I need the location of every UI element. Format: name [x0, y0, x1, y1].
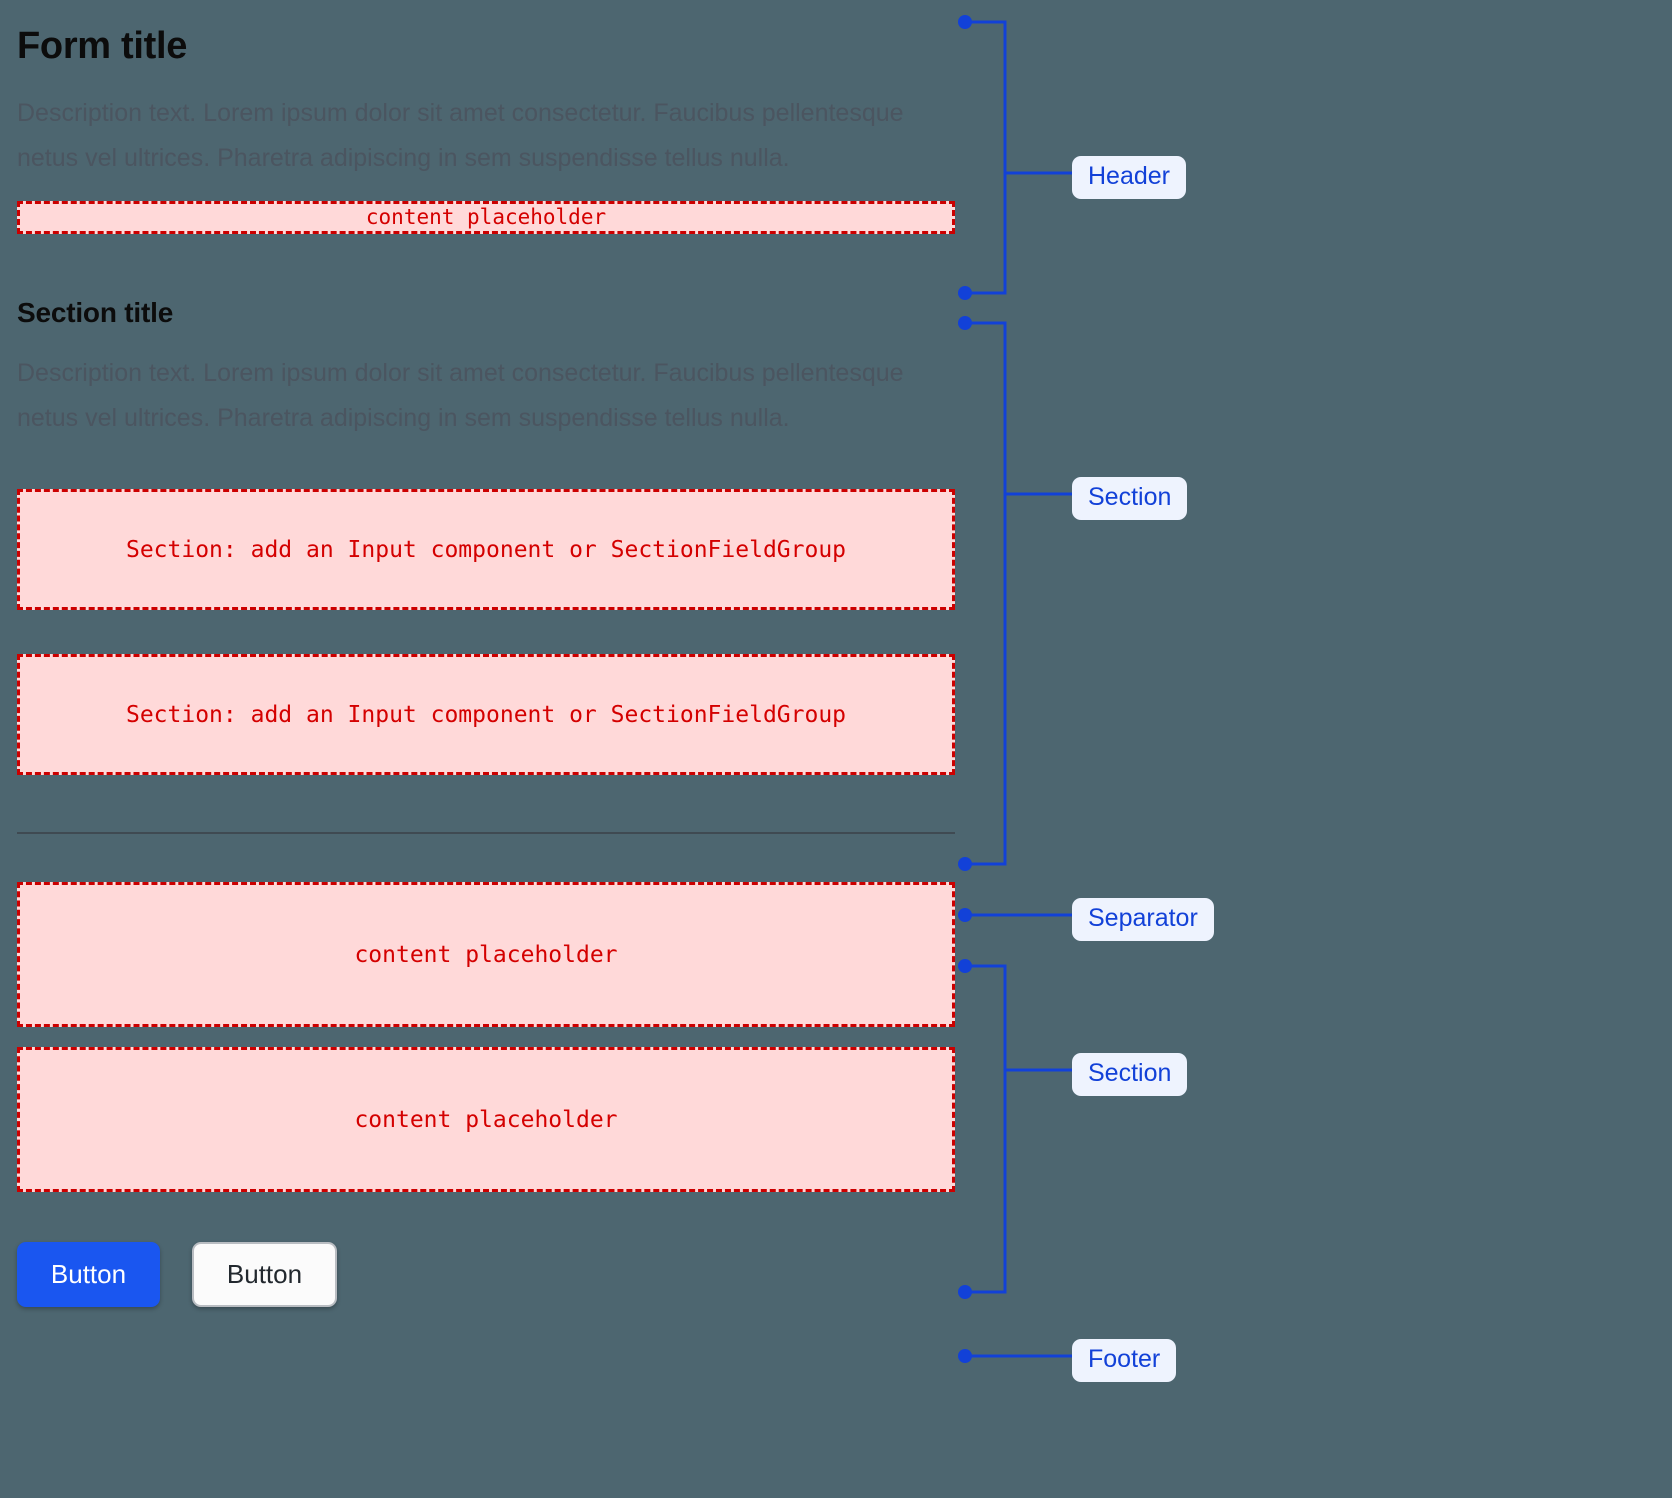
anchor-dot-separator	[958, 908, 972, 922]
form-section-two: content placeholder content placeholder	[17, 882, 955, 1193]
anchor-dot-section-one-bottom	[958, 857, 972, 871]
anchor-dot-section-two-bottom	[958, 1285, 972, 1299]
form-container: Form title Description text. Lorem ipsum…	[17, 0, 955, 1308]
form-section-one: Section title Description text. Lorem ip…	[17, 296, 955, 776]
section-one-bracket	[965, 321, 1007, 866]
form-header: Form title Description text. Lorem ipsum…	[17, 0, 955, 234]
form-footer: Button Button	[17, 1242, 955, 1308]
secondary-button[interactable]: Button	[192, 1242, 337, 1308]
form-title: Form title	[17, 25, 188, 67]
section-field-placeholder-2: Section: add an Input component or Secti…	[17, 654, 955, 776]
section-two-bracket	[965, 964, 1007, 1294]
annotation-label-header[interactable]: Header	[1072, 156, 1186, 199]
section-description: Description text. Lorem ipsum dolor sit …	[17, 359, 904, 433]
header-content-placeholder: content placeholder	[17, 200, 955, 234]
form-separator	[17, 832, 955, 835]
section-two-content-placeholder-1: content placeholder	[17, 882, 955, 1028]
annotation-label-section-one[interactable]: Section	[1072, 477, 1188, 520]
anchor-dot-section-one-top	[958, 316, 972, 330]
annotation-anchor-dots	[958, 15, 972, 1363]
anchor-dot-header-bottom	[958, 286, 972, 300]
section-two-content-placeholder-2: content placeholder	[17, 1047, 955, 1193]
section-title: Section title	[17, 296, 174, 328]
annotation-label-section-two[interactable]: Section	[1072, 1053, 1188, 1096]
annotation-label-separator[interactable]: Separator	[1072, 898, 1214, 941]
anchor-dot-header-top	[958, 15, 972, 29]
header-bracket	[965, 20, 1007, 295]
section-field-placeholder-1: Section: add an Input component or Secti…	[17, 489, 955, 611]
primary-button[interactable]: Button	[17, 1242, 160, 1308]
anchor-dot-footer	[958, 1349, 972, 1363]
form-description: Description text. Lorem ipsum dolor sit …	[17, 98, 904, 172]
anchor-dot-section-two-top	[958, 959, 972, 973]
annotation-label-footer[interactable]: Footer	[1072, 1339, 1177, 1382]
